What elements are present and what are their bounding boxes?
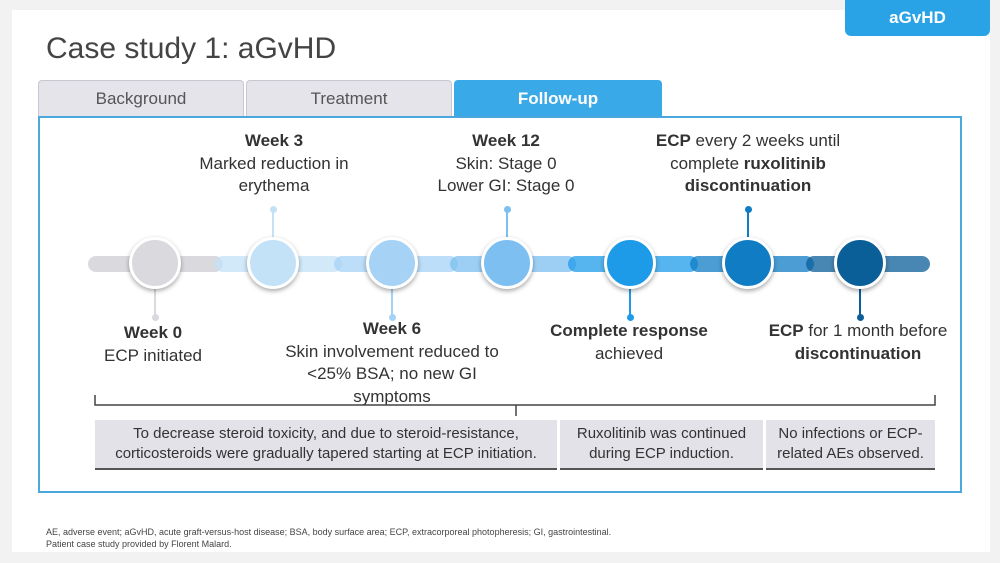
- connector-line: [859, 289, 861, 317]
- content-frame: [38, 116, 962, 493]
- milestone-circle: [129, 237, 181, 289]
- connector-dot: [856, 314, 864, 321]
- milestone-circle: [722, 237, 774, 289]
- note-steroid-taper: To decrease steroid toxicity, and due to…: [95, 420, 557, 470]
- section-badge: aGvHD: [845, 0, 990, 36]
- footnote: AE, adverse event; aGvHD, acute graft-ve…: [46, 527, 612, 549]
- milestone-ecp-final-month: ECP for 1 month before discontinuation: [768, 321, 948, 363]
- connector-dot: [269, 206, 277, 213]
- tab-background[interactable]: Background: [38, 80, 244, 116]
- page-title: Case study 1: aGvHD: [46, 32, 337, 65]
- connector-line: [272, 210, 274, 238]
- milestone-circle: [481, 237, 533, 289]
- connector-dot: [388, 314, 396, 321]
- connector-dot: [744, 206, 752, 213]
- connector-dot: [503, 206, 511, 213]
- connector-line: [391, 289, 393, 317]
- tab-follow-up[interactable]: Follow-up: [454, 80, 662, 116]
- connector-line: [629, 289, 631, 317]
- milestone-circle: [604, 237, 656, 289]
- milestone-circle: [366, 237, 418, 289]
- connector-dot: [151, 314, 159, 321]
- connector-line: [506, 210, 508, 238]
- milestone-circle: [834, 237, 886, 289]
- tab-treatment[interactable]: Treatment: [246, 80, 452, 116]
- milestone-circle: [247, 237, 299, 289]
- connector-dot: [626, 314, 634, 321]
- connector-line: [747, 210, 749, 238]
- note-ruxolitinib: Ruxolitinib was continued during ECP ind…: [560, 420, 763, 470]
- connector-line: [154, 289, 156, 317]
- note-no-aes: No infections or ECP-related AEs observe…: [766, 420, 935, 470]
- milestone-ecp-biweekly: ECP every 2 weeks until complete ruxolit…: [655, 131, 841, 195]
